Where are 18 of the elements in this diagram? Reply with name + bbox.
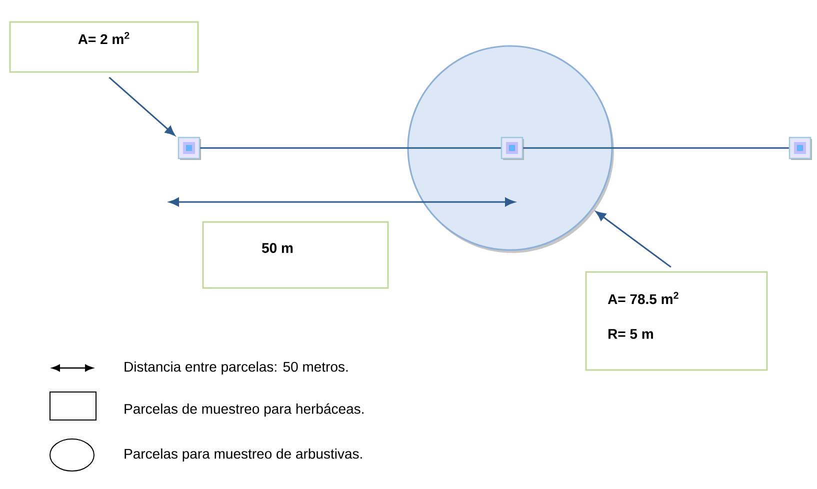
plot-square bbox=[178, 136, 201, 160]
connecting-line bbox=[200, 147, 501, 149]
connecting-line bbox=[523, 147, 789, 149]
value-text: 50 m bbox=[262, 243, 293, 253]
plot-circle bbox=[407, 45, 614, 253]
legend-text: Distancia entre parcelas: 50 metros. bbox=[124, 361, 348, 375]
value-text: A= 78.5 m$^{2}$ bbox=[608, 292, 678, 304]
text-box bbox=[9, 21, 199, 73]
plot-square bbox=[788, 136, 812, 160]
text-box bbox=[202, 221, 389, 289]
value-text: R= 5 m bbox=[608, 329, 653, 339]
arrow bbox=[596, 211, 672, 268]
legend-text: Parcelas de muestreo para herbáceas. bbox=[124, 403, 364, 417]
plot-square bbox=[500, 136, 524, 160]
legend-text: Parcelas para muestreo de arbustivas. bbox=[124, 448, 362, 462]
text-box bbox=[585, 271, 768, 371]
arrow bbox=[108, 76, 176, 136]
value-text: A= 2 m$^{2}$ bbox=[78, 32, 130, 44]
